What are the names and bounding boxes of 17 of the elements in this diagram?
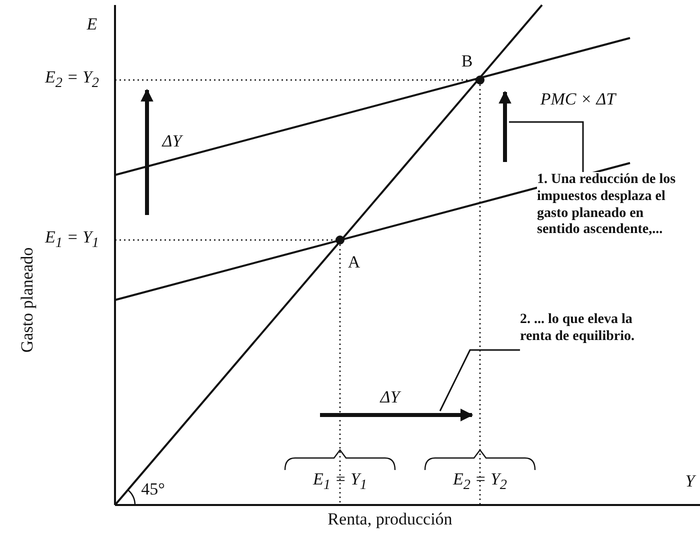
change-label: ΔY — [162, 132, 182, 152]
leader-line — [509, 121, 584, 172]
change-label: PMC × ΔT — [540, 90, 616, 110]
tick-label: E$_{2}$ = Y$_{2}$ — [45, 68, 99, 92]
axis-label: E — [86, 16, 98, 34]
axis-title: Gasto planeado — [18, 247, 38, 353]
axis-label: Y — [685, 472, 695, 492]
point-label: A — [348, 254, 360, 272]
shift-arrow — [320, 408, 474, 422]
change-label: ΔY — [380, 388, 400, 408]
tick-label: E$_{1}$ = Y$_{1}$ — [313, 470, 367, 494]
angle-label: 45° — [141, 480, 165, 500]
axis-title: Renta, producción — [328, 510, 452, 530]
shift-arrow — [498, 90, 512, 162]
point-label: B — [461, 52, 473, 72]
leader-line — [439, 349, 520, 412]
tick-label: E$_{1}$ = Y$_{1}$ — [45, 228, 99, 252]
